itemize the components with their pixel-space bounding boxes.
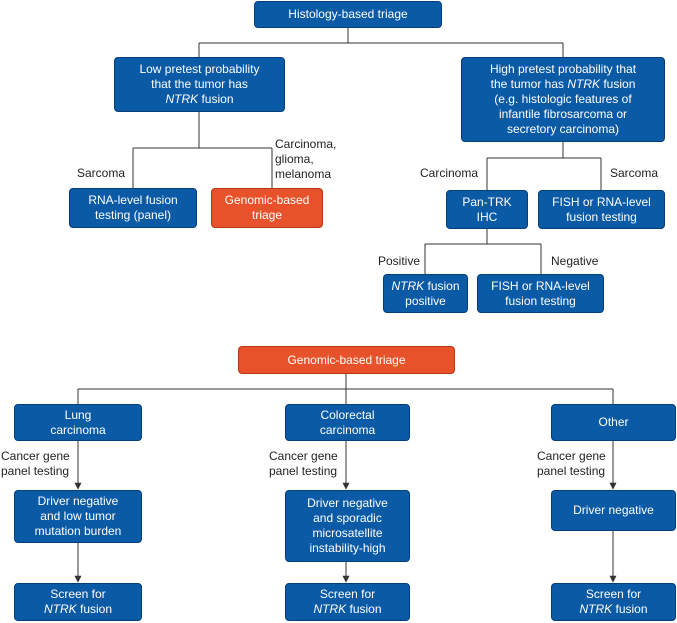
lung-driver-line2: and low tumor	[40, 509, 116, 523]
fish-rna-2-line1: FISH or RNA-level	[491, 278, 590, 293]
other-box: Other	[551, 404, 676, 441]
low-probability-line3: fusion	[198, 92, 234, 106]
colorectal-screen-box: Screen for NTRK fusion	[285, 583, 410, 621]
lung-carcinoma-box: Lung carcinoma	[14, 404, 142, 441]
colorectal-driver-box: Driver negative and sporadic microsatell…	[285, 490, 410, 562]
lung-title-line1: Lung	[64, 407, 92, 422]
panel-testing-colorectal-line2: panel testing	[269, 464, 338, 478]
pan-trk-box: Pan-TRK IHC	[446, 190, 528, 229]
other-title: Other	[598, 415, 629, 429]
positive-label: Positive	[378, 254, 421, 268]
fish-rna-box-1: FISH or RNA-level fusion testing	[538, 190, 665, 229]
low-probability-box: Low pretest probability that the tumor h…	[114, 57, 285, 112]
rna-panel-line1: RNA-level fusion	[88, 193, 178, 207]
fish-rna-2-line2: fusion testing	[505, 293, 576, 308]
lung-driver-line3: mutation burden	[34, 524, 122, 538]
panel-testing-other-line1: Cancer gene	[537, 449, 606, 463]
panel-testing-lung-line1: Cancer gene	[1, 449, 70, 463]
colorectal-driver-line2: and sporadic	[313, 511, 382, 525]
negative-label: Negative	[551, 254, 599, 268]
colorectal-title-line1: Colorectal	[320, 407, 375, 422]
lung-title-line2: carcinoma	[50, 422, 106, 437]
ntrk-positive-box: NTRK fusion positive	[383, 274, 468, 313]
sarcoma-label-left: Sarcoma	[77, 166, 126, 180]
ntrk-positive-gene: NTRK	[391, 278, 425, 293]
pan-trk-line1: Pan-TRK	[462, 194, 512, 209]
sarcoma-label-right: Sarcoma	[610, 166, 659, 180]
cgm-line1: Carcinoma,	[275, 137, 337, 151]
pan-trk-line2: IHC	[476, 209, 498, 224]
other-driver-label: Driver negative	[573, 503, 654, 517]
panel-testing-label-colorectal: Cancer gene panel testing	[269, 449, 338, 479]
lung-screen-box: Screen for NTRK fusion	[14, 583, 142, 621]
colorectal-carcinoma-box: Colorectal carcinoma	[285, 404, 410, 441]
lung-driver-box: Driver negative and low tumor mutation b…	[14, 490, 142, 543]
colorectal-driver-line4: instability-high	[309, 541, 386, 555]
ntrk-positive-line2: positive	[405, 293, 446, 308]
other-screen-line2: fusion	[612, 602, 648, 616]
rna-panel-line2: testing (panel)	[94, 208, 172, 222]
histology-triage-label: Histology-based triage	[288, 7, 408, 21]
histology-triage-box: Histology-based triage	[254, 1, 442, 28]
lung-driver-line1: Driver negative	[37, 494, 119, 508]
colorectal-screen-line1: Screen for	[319, 587, 376, 601]
lung-screen-gene: NTRK	[43, 602, 77, 616]
high-probability-line4: infantile fibrosarcoma or	[498, 107, 628, 121]
high-probability-box: High pretest probability that the tumor …	[461, 57, 665, 142]
lung-screen-line1: Screen for	[50, 587, 106, 601]
fish-rna-1-line2: fusion testing	[566, 209, 637, 224]
carcinoma-glioma-melanoma-label: Carcinoma, glioma, melanoma	[275, 137, 336, 182]
cgm-line3: melanoma	[275, 167, 332, 181]
other-screen-gene: NTRK	[579, 602, 613, 616]
colorectal-driver-line3: microsatellite	[312, 526, 383, 540]
other-screen-box: Screen for NTRK fusion	[551, 583, 676, 621]
high-probability-line3: (e.g. histologic features of	[494, 92, 632, 106]
cgm-line2: glioma,	[275, 152, 314, 166]
fish-rna-1-line1: FISH or RNA-level	[552, 194, 651, 209]
panel-testing-colorectal-line1: Cancer gene	[269, 449, 338, 463]
high-probability-line5: secretory carcinoma)	[506, 122, 620, 136]
high-probability-line1: High pretest probability that	[489, 62, 637, 76]
low-probability-line1: Low pretest probability	[139, 62, 260, 76]
panel-testing-other-line2: panel testing	[537, 464, 606, 478]
fish-rna-box-2: FISH or RNA-level fusion testing	[477, 274, 604, 313]
other-screen-line1: Screen for	[585, 587, 642, 601]
colorectal-screen-gene: NTRK	[313, 602, 347, 616]
lung-screen-line2: fusion	[76, 602, 113, 616]
low-probability-gene: NTRK	[165, 92, 199, 106]
genomic-triage-box: Genomic-based triage	[238, 346, 455, 374]
high-probability-gene: NTRK	[567, 77, 601, 91]
genomic-triage-small-line1: Genomic-based	[224, 193, 310, 207]
genomic-triage-small-line2: triage	[251, 208, 283, 222]
colorectal-screen-line2: fusion	[346, 602, 382, 616]
high-probability-line2b: fusion	[600, 77, 636, 91]
genomic-triage-small-box: Genomic-based triage	[211, 188, 323, 228]
panel-testing-label-other: Cancer gene panel testing	[537, 449, 606, 479]
rna-panel-box: RNA-level fusion testing (panel)	[69, 188, 197, 228]
other-driver-box: Driver negative	[551, 490, 676, 531]
panel-testing-label-lung: Cancer gene panel testing	[1, 449, 70, 479]
high-probability-line2a: the tumor has	[490, 77, 568, 91]
carcinoma-label-right: Carcinoma	[420, 166, 479, 180]
ntrk-positive-line1b: fusion	[424, 278, 460, 293]
genomic-triage-label: Genomic-based triage	[287, 352, 406, 367]
panel-testing-lung-line2: panel testing	[1, 464, 70, 478]
colorectal-driver-line1: Driver negative	[307, 496, 388, 510]
low-probability-line2: that the tumor has	[151, 77, 248, 91]
colorectal-title-line2: carcinoma	[319, 422, 376, 437]
